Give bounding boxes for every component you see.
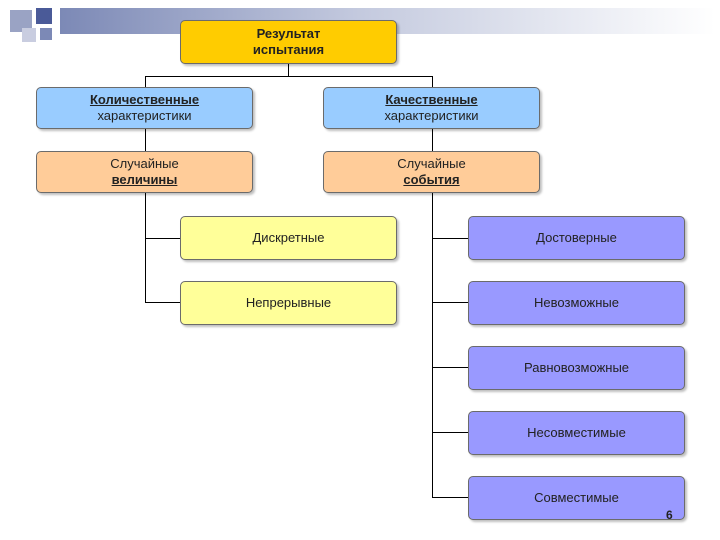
connector-line	[145, 76, 432, 77]
connector-line	[145, 129, 146, 151]
quantitative-subtitle: характеристики	[97, 108, 192, 123]
random-events-line2: события	[403, 172, 460, 187]
connector-line	[145, 76, 146, 88]
value-type-label: Дискретные	[252, 230, 325, 245]
decor-square	[10, 10, 32, 32]
event-type-box: Совместимые	[468, 476, 685, 520]
value-type-label: Непрерывные	[245, 295, 332, 310]
qualitative-box: Качественные характеристики	[323, 87, 540, 129]
event-type-label: Равновозможные	[523, 360, 630, 375]
connector-line	[432, 367, 468, 368]
decor-square	[36, 8, 52, 24]
event-type-label: Несовместимые	[527, 425, 626, 440]
connector-line	[432, 238, 468, 239]
qualitative-subtitle: характеристики	[384, 108, 479, 123]
connector-line	[145, 193, 146, 303]
quantitative-title: Количественные	[89, 92, 200, 107]
root-box: Результат испытания	[180, 20, 397, 64]
connector-line	[145, 238, 180, 239]
decor-square	[22, 28, 36, 42]
value-type-box: Дискретные	[180, 216, 397, 260]
root-line1: Результат	[256, 26, 321, 41]
decor-square	[40, 28, 52, 40]
random-events-line1: Случайные	[397, 156, 466, 171]
root-line2: испытания	[252, 42, 325, 57]
qualitative-title: Качественные	[385, 92, 478, 107]
connector-line	[432, 497, 468, 498]
event-type-label: Невозможные	[534, 295, 619, 310]
event-type-label: Совместимые	[534, 490, 619, 505]
connector-line	[432, 129, 433, 151]
event-type-label: Достоверные	[536, 230, 617, 245]
connector-line	[432, 193, 433, 498]
quantitative-box: Количественные характеристики	[36, 87, 253, 129]
connector-line	[432, 302, 468, 303]
slide-number: 6	[666, 508, 673, 522]
connector-line	[145, 302, 180, 303]
event-type-box: Несовместимые	[468, 411, 685, 455]
event-type-box: Равновозможные	[468, 346, 685, 390]
connector-line	[432, 76, 433, 88]
random-values-line2: величины	[111, 172, 178, 187]
event-type-box: Достоверные	[468, 216, 685, 260]
event-type-box: Невозможные	[468, 281, 685, 325]
value-type-box: Непрерывные	[180, 281, 397, 325]
random-events-box: Случайные события	[323, 151, 540, 193]
random-values-box: Случайные величины	[36, 151, 253, 193]
random-values-line1: Случайные	[110, 156, 179, 171]
connector-line	[432, 432, 468, 433]
connector-line	[288, 64, 289, 76]
